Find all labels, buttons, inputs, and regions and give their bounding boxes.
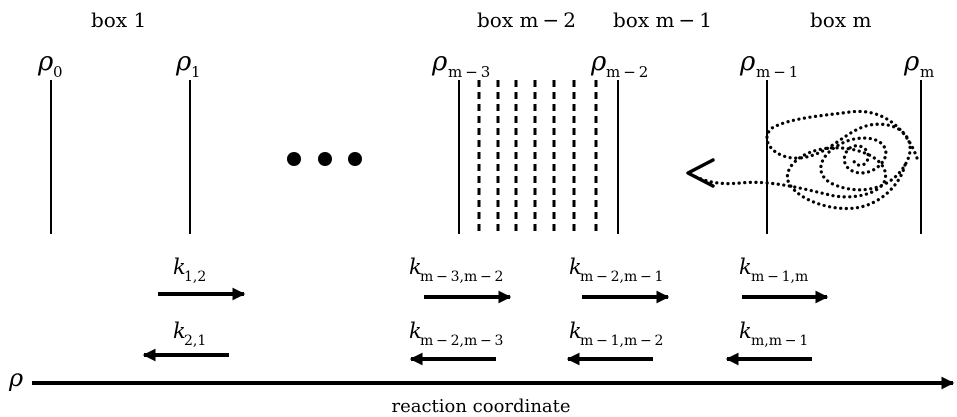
svg-text:m − 1: m − 1	[756, 63, 798, 81]
rate-backward-2-1: k 2,1	[173, 319, 206, 349]
svg-text:ρ: ρ	[903, 47, 920, 77]
svg-text:m,m − 1: m,m − 1	[751, 333, 808, 349]
svg-text:k: k	[409, 319, 422, 343]
svg-text:m − 3: m − 3	[448, 63, 490, 81]
ellipsis-dot	[287, 152, 301, 166]
box-m-minus-2-label: box m − 2	[477, 8, 576, 32]
rate-forward-m-minus-1-m: k m − 1,m	[739, 255, 808, 285]
box-m-minus-1-label: box m − 1	[613, 8, 712, 32]
svg-text:m − 1,m − 2: m − 1,m − 2	[580, 333, 663, 349]
svg-text:k: k	[173, 319, 186, 343]
svg-text:2,1: 2,1	[184, 333, 206, 349]
axis-rho-symbol: ρ	[8, 364, 23, 392]
rate-backward-m-minus-2-m-minus-3: k m − 2,m − 3	[409, 319, 503, 349]
svg-text:k: k	[409, 255, 422, 279]
svg-text:ρ: ρ	[739, 47, 756, 77]
svg-text:k: k	[173, 255, 186, 279]
dashed-intermediate-interfaces	[477, 80, 598, 234]
svg-text:ρ: ρ	[37, 47, 54, 77]
svg-text:m − 1,m: m − 1,m	[751, 269, 808, 285]
svg-text:0: 0	[53, 63, 63, 81]
svg-text:k: k	[739, 255, 752, 279]
interface-rho-m-minus-3-label: ρ m − 3	[431, 47, 490, 81]
rate-forward-1-2: k 1,2	[173, 255, 206, 285]
svg-text:m − 2,m − 1: m − 2,m − 1	[580, 269, 663, 285]
rate-backward-m-m-minus-1: k m,m − 1	[739, 319, 808, 349]
ellipsis-dots	[287, 152, 362, 166]
rate-forward-m-minus-3-m-minus-2: k m − 3,m − 2	[409, 255, 503, 285]
svg-text:k: k	[739, 319, 752, 343]
svg-text:1,2: 1,2	[184, 269, 206, 285]
svg-text:ρ: ρ	[175, 47, 192, 77]
rate-backward-m-minus-1-m-minus-2: k m − 1,m − 2	[569, 319, 663, 349]
svg-text:m − 3,m − 2: m − 3,m − 2	[420, 269, 503, 285]
rate-forward-m-minus-2-m-minus-1: k m − 2,m − 1	[569, 255, 663, 285]
dotted-trajectory	[688, 109, 919, 211]
svg-text:ρ: ρ	[590, 47, 607, 77]
interface-rho-1-label: ρ 1	[175, 47, 201, 81]
svg-text:k: k	[569, 255, 582, 279]
box-1-label: box 1	[91, 8, 146, 32]
svg-text:k: k	[569, 319, 582, 343]
svg-text:ρ: ρ	[431, 47, 448, 77]
ellipsis-dot	[318, 152, 332, 166]
ellipsis-dot	[348, 152, 362, 166]
trajectory-arrowhead	[686, 158, 715, 188]
interface-rho-m-minus-2-label: ρ m − 2	[590, 47, 648, 81]
svg-text:m − 2: m − 2	[606, 63, 648, 81]
svg-text:1: 1	[191, 63, 201, 81]
svg-text:m − 2,m − 3: m − 2,m − 3	[420, 333, 503, 349]
interface-rho-0-label: ρ 0	[37, 47, 63, 81]
interface-rho-m-label: ρ m	[903, 47, 934, 81]
box-m-label: box m	[810, 8, 871, 32]
svg-text:m: m	[920, 63, 934, 81]
interface-rho-m-minus-1-label: ρ m − 1	[739, 47, 798, 81]
axis-label: reaction coordinate	[391, 396, 570, 417]
